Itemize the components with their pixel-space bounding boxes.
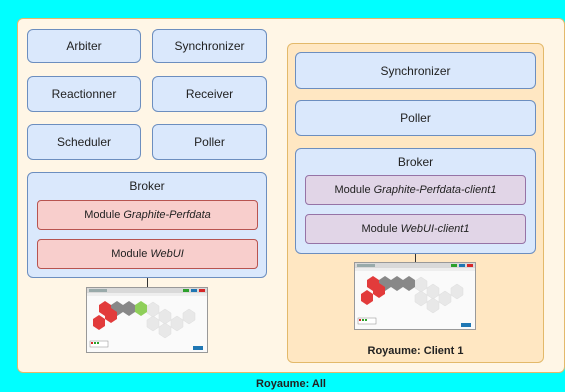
webui-screenshot-graphic xyxy=(87,288,207,350)
receiver-node: Receiver xyxy=(152,76,267,112)
scheduler-label: Scheduler xyxy=(56,135,112,149)
reactionner-node: Reactionner xyxy=(27,76,141,112)
poller-label: Poller xyxy=(194,135,225,149)
module-prefix: Module xyxy=(84,209,121,221)
module-name: WebUI xyxy=(150,248,184,260)
synchronizer-label: Synchronizer xyxy=(380,63,451,78)
synchronizer-node: Synchronizer xyxy=(152,29,267,63)
module-graphite-perfdata-client1: Module Graphite-Perfdata-client1 xyxy=(305,175,526,205)
arbiter-label: Arbiter xyxy=(66,39,102,53)
module-name: WebUI-client1 xyxy=(400,223,470,235)
module-webui-client1: Module WebUI-client1 xyxy=(305,214,526,244)
reactionner-label: Reactionner xyxy=(51,87,117,101)
module-webui: Module WebUI xyxy=(37,239,258,269)
module-graphite-perfdata: Module Graphite-Perfdata xyxy=(37,200,258,230)
client1-poller-node: Poller xyxy=(295,100,536,136)
arbiter-node: Arbiter xyxy=(27,29,141,63)
poller-node: Poller xyxy=(152,124,267,160)
module-prefix: Module xyxy=(361,223,398,235)
scheduler-node: Scheduler xyxy=(27,124,141,160)
client1-realm-label: Royaume: Client 1 xyxy=(367,345,464,357)
webui-screenshot-graphic xyxy=(355,263,475,327)
module-prefix: Module xyxy=(111,248,148,260)
broker-title: Broker xyxy=(397,155,434,169)
webui-client1-screenshot-icon xyxy=(354,262,476,330)
module-name: Graphite-Perfdata-client1 xyxy=(373,184,497,196)
connector-line xyxy=(147,278,148,287)
synchronizer-label: Synchronizer xyxy=(174,39,245,53)
poller-label: Poller xyxy=(400,111,431,125)
realm-all-label: Royaume: All xyxy=(256,378,326,390)
client1-synchronizer-node: Synchronizer xyxy=(295,52,536,89)
connector-line xyxy=(415,254,416,262)
webui-screenshot-icon xyxy=(86,287,208,353)
broker-title: Broker xyxy=(129,179,165,193)
module-prefix: Module xyxy=(334,184,371,196)
module-name: Graphite-Perfdata xyxy=(123,209,211,221)
receiver-label: Receiver xyxy=(185,87,234,101)
